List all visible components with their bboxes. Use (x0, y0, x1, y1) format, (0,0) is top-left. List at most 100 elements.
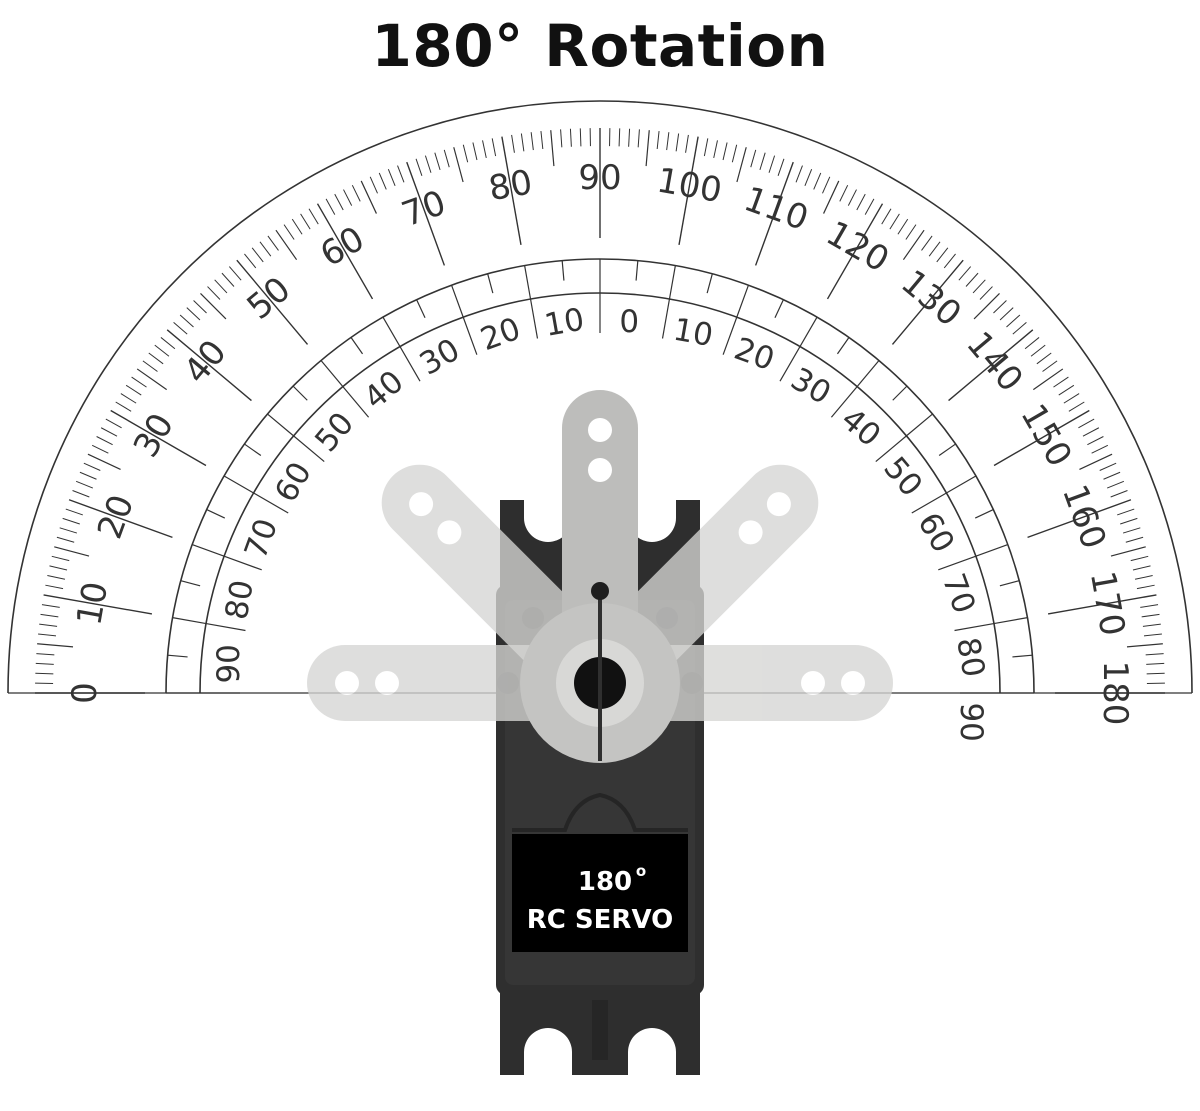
outer-tick (1058, 384, 1075, 396)
outer-tick (1141, 613, 1160, 618)
outer-tick (244, 253, 257, 269)
outer-tick (154, 344, 170, 357)
inner-tick (736, 284, 750, 318)
inner-divider (954, 622, 995, 632)
outer-tick (1082, 427, 1100, 437)
inner-scale-label: 50 (308, 406, 361, 459)
outer-tick (125, 384, 142, 396)
outer-tick (1047, 594, 1157, 615)
outer-tick (369, 176, 378, 194)
inner-divider (293, 435, 325, 463)
outer-tick (387, 168, 396, 187)
outer-tick (795, 165, 803, 183)
outer-tick (228, 266, 242, 281)
outer-scale-label: 110 (739, 179, 814, 239)
outer-tick (1024, 337, 1040, 350)
outer-tick (637, 129, 640, 148)
inner-tick (524, 265, 532, 300)
protractor-arc (7, 100, 1193, 694)
outer-tick (905, 224, 917, 240)
outer-scale-label: 150 (1012, 397, 1079, 473)
inner-tick (223, 475, 254, 494)
outer-tick (43, 594, 153, 615)
outer-tick (186, 307, 201, 321)
inner-scale-label: 60 (268, 456, 319, 508)
inner-divider (205, 622, 246, 632)
outer-tick (308, 208, 319, 225)
outer-tick (96, 436, 113, 446)
outer-tick (1078, 418, 1095, 429)
outer-tick (1087, 436, 1104, 446)
outer-tick (1130, 555, 1149, 562)
outer-tick (275, 229, 298, 261)
outer-tick (343, 189, 353, 206)
outer-tick (214, 279, 228, 294)
inner-divider (223, 555, 262, 571)
outer-tick (45, 584, 64, 590)
outer-tick (703, 138, 709, 157)
inner-scale-label: 70 (935, 569, 982, 618)
outer-tick (316, 203, 374, 300)
outer-tick (334, 193, 344, 211)
outer-tick (472, 142, 478, 161)
outer-tick (83, 462, 101, 471)
outer-tick (839, 184, 849, 202)
outer-tick (999, 307, 1014, 321)
inner-divider (661, 298, 671, 339)
outer-tick (300, 213, 311, 230)
inner-divider (253, 492, 289, 514)
inner-tick (487, 273, 494, 294)
inner-tick (974, 509, 994, 519)
outer-tick (1117, 508, 1135, 516)
outer-tick (79, 471, 97, 480)
outer-tick (65, 508, 83, 516)
outer-scale-label: 80 (486, 162, 536, 209)
outer-scale-label: 60 (314, 219, 371, 275)
outer-tick (822, 176, 831, 194)
outer-scale-label: 120 (819, 213, 895, 280)
outer-tick (736, 147, 747, 183)
outer-tick (68, 499, 173, 539)
outer-tick (823, 180, 840, 214)
outer-tick (1032, 368, 1064, 391)
outer-tick (378, 172, 387, 190)
outer-tick (1099, 462, 1117, 471)
outer-tick (1068, 401, 1085, 412)
outer-tick (560, 129, 563, 148)
outer-tick (856, 193, 866, 211)
outer-tick (35, 662, 54, 665)
outer-tick (936, 247, 949, 263)
inner-divider (779, 346, 801, 382)
servo-label-line2: RC SERVO (527, 905, 673, 935)
outer-tick (813, 172, 822, 190)
inner-scale-label: 80 (219, 577, 261, 622)
outer-tick (754, 161, 794, 266)
servo-horns (307, 390, 893, 763)
inner-tick (946, 475, 977, 494)
servo-label-degree: o (636, 862, 646, 880)
outer-scale-label: 130 (893, 262, 968, 334)
outer-tick (958, 266, 972, 281)
outer-scale-label: 10 (69, 579, 116, 629)
outer-tick (979, 286, 993, 300)
outer-scale-label: 170 (1082, 568, 1133, 639)
outer-scale-label: 40 (176, 333, 234, 392)
inner-scale-label: 40 (834, 401, 887, 454)
inner-tick (706, 273, 713, 294)
outer-tick (889, 213, 900, 230)
outer-tick (434, 152, 441, 171)
outer-tick (56, 536, 75, 543)
outer-tick (675, 133, 680, 152)
outer-tick (148, 352, 164, 365)
outer-tick (750, 149, 757, 168)
outer-tick (1053, 376, 1069, 388)
inner-tick (836, 337, 850, 355)
outer-tick (291, 218, 303, 235)
inner-tick (774, 299, 784, 319)
outer-tick (193, 300, 207, 314)
outer-tick (1030, 344, 1046, 357)
inner-tick (993, 617, 1028, 625)
inner-divider (342, 386, 370, 418)
outer-tick (221, 272, 235, 287)
outer-tick (424, 155, 432, 173)
